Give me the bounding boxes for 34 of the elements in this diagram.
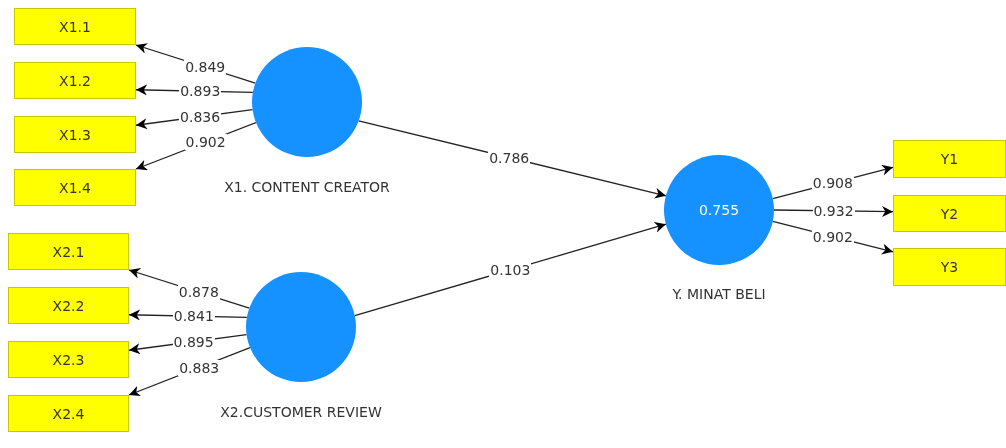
indicator-label: X1.2 (59, 72, 91, 89)
indicator-label: X2.1 (52, 243, 85, 260)
edge-label: 0.849 (184, 59, 227, 76)
edge-label: 0.883 (178, 359, 221, 376)
edge-label: 0.908 (811, 174, 854, 191)
r-squared-value: 0.755 (697, 202, 741, 218)
indicator-label: Y1 (940, 151, 959, 167)
indicator-label: X2.2 (52, 297, 85, 314)
indicator-box (8, 287, 129, 324)
edge-label: 0.786 (488, 149, 531, 166)
indicator-box (893, 195, 1006, 232)
indicator-box (14, 8, 136, 45)
indicator-label: Y2 (940, 205, 959, 222)
indicator-label: Y3 (940, 259, 959, 275)
variable-name: Y. MINAT BELI (671, 285, 767, 304)
edge-label: 0.103 (489, 261, 532, 278)
variable-name: X1. CONTENT CREATOR (223, 178, 391, 197)
indicator-label: X1.1 (59, 18, 91, 35)
indicator-box (14, 62, 136, 99)
indicator-label: X1.3 (59, 126, 91, 143)
variable-name: X2.CUSTOMER REVIEW (219, 403, 383, 422)
indicator-box (8, 341, 129, 378)
indicator-label: X2.4 (52, 405, 85, 422)
edge-label: 0.902 (811, 228, 854, 245)
edge-label: 0.902 (184, 134, 227, 151)
indicator-box (8, 395, 129, 432)
indicator-box (8, 233, 129, 270)
indicator-box (14, 169, 136, 206)
indicator-box (893, 140, 1006, 178)
indicator-label: X2.3 (52, 351, 85, 368)
indicator-box (14, 116, 136, 153)
indicator-label: X1.4 (59, 179, 91, 196)
edge-label: 0.878 (177, 284, 220, 301)
indicator-box (893, 248, 1006, 286)
